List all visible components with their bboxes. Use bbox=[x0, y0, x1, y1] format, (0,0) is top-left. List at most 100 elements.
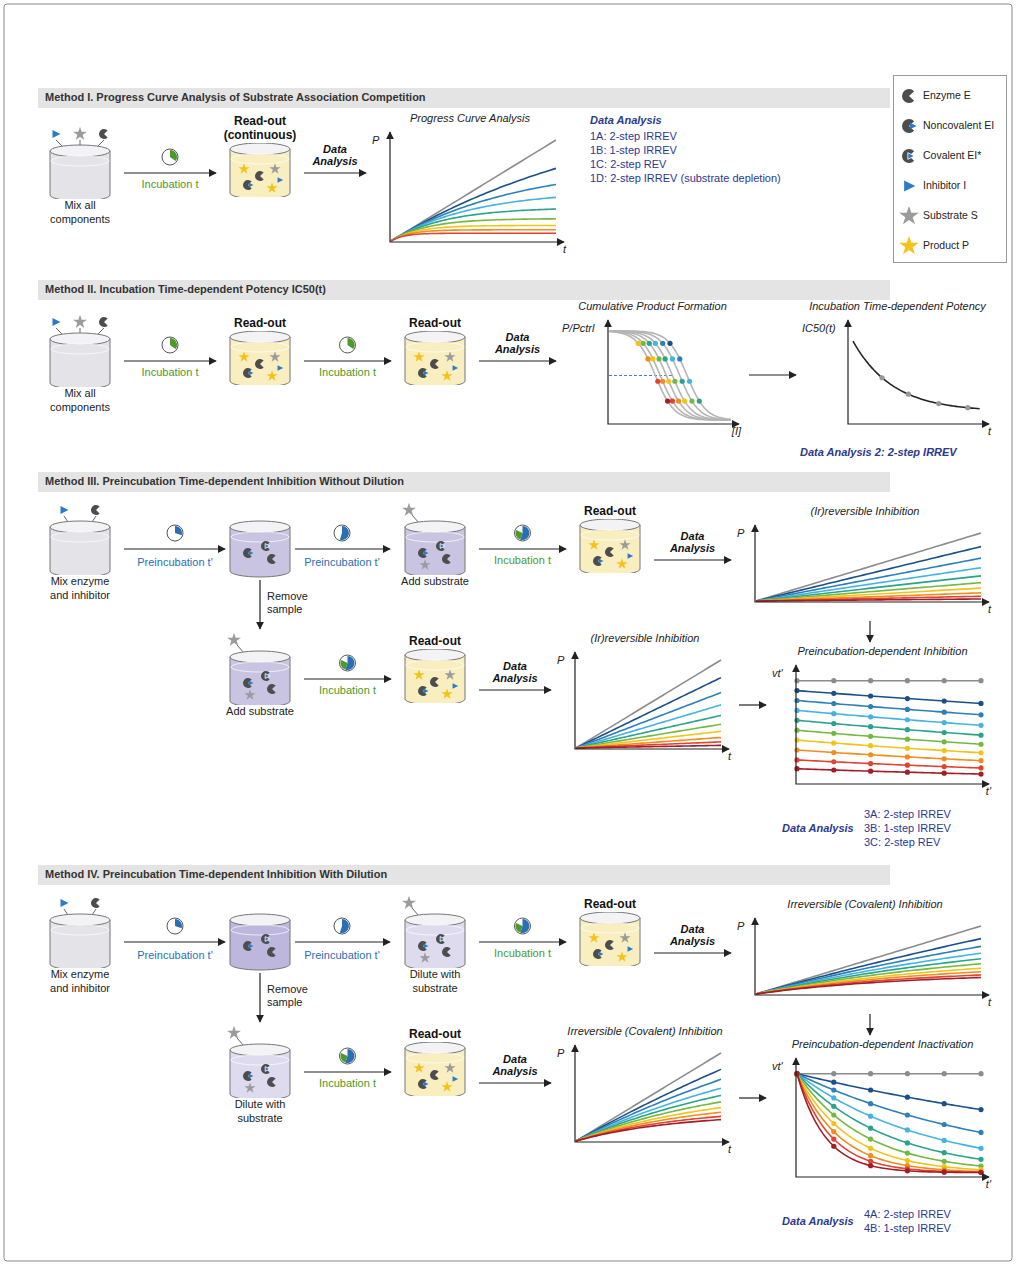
icon-eic bbox=[261, 671, 270, 681]
icon-e bbox=[267, 947, 276, 957]
beaker-body bbox=[580, 918, 640, 966]
plot bbox=[794, 678, 983, 777]
progress-curve bbox=[576, 705, 721, 748]
annotation: 1B: 1-step IRREV bbox=[590, 144, 810, 157]
progress-curve bbox=[391, 209, 556, 241]
data-point bbox=[936, 401, 941, 406]
data-point bbox=[794, 678, 799, 683]
legend-icon bbox=[898, 237, 920, 255]
plot bbox=[576, 660, 721, 748]
legend-icon bbox=[898, 87, 920, 105]
progress-curve bbox=[576, 715, 721, 748]
annotation: 1D: 2-step IRREV (substrate depletion) bbox=[590, 172, 830, 185]
beaker-rim bbox=[50, 521, 110, 533]
icon-s bbox=[444, 351, 455, 362]
edge-label: Data Analysis bbox=[307, 143, 363, 168]
pour-line bbox=[56, 328, 62, 334]
data-point bbox=[942, 1138, 947, 1143]
y-axis-label: IC50(t) bbox=[802, 322, 836, 336]
beaker-rim bbox=[580, 519, 640, 531]
annotation: 1A: 2-step IRREV bbox=[590, 130, 810, 143]
y-axis-label: P bbox=[557, 654, 564, 668]
data-point bbox=[905, 1095, 910, 1100]
readout-caption: (continuous) bbox=[220, 129, 300, 143]
x-axis-label: t bbox=[728, 750, 731, 764]
icon-p bbox=[441, 1081, 452, 1092]
data-point bbox=[905, 727, 910, 732]
icon-e bbox=[442, 554, 451, 564]
plot bbox=[391, 140, 556, 241]
icon-ei bbox=[418, 1079, 428, 1089]
progress-curve bbox=[576, 1069, 721, 1141]
data-point bbox=[942, 1122, 947, 1127]
y-axis-label: P bbox=[737, 527, 744, 541]
data-point bbox=[868, 761, 873, 766]
data-point bbox=[905, 754, 910, 759]
beaker-rim bbox=[405, 649, 465, 661]
icon-e bbox=[267, 1077, 276, 1087]
chart-title: Irreversible (Covalent) Inhibition bbox=[555, 1025, 735, 1039]
chart-title: Incubation Time-dependent Potency bbox=[800, 300, 995, 314]
data-point bbox=[868, 1126, 873, 1131]
data-point bbox=[868, 704, 873, 709]
clock-icon bbox=[334, 525, 350, 541]
data-point bbox=[905, 1112, 910, 1117]
data-point bbox=[794, 747, 799, 752]
method-panel: Method I. Progress Curve Analysis of Sub… bbox=[38, 88, 1000, 266]
beaker-drawing bbox=[395, 896, 475, 968]
method-header: Method IV. Preincubation Time-dependent … bbox=[38, 865, 890, 885]
icon-e bbox=[99, 129, 108, 139]
edge-label: Data Analysis bbox=[490, 331, 546, 356]
data-point bbox=[666, 379, 671, 384]
liquid-surface bbox=[231, 1055, 289, 1065]
beaker-body bbox=[50, 527, 110, 575]
step-caption: Mix all components bbox=[40, 199, 120, 227]
data-point bbox=[868, 693, 873, 698]
beaker-rim bbox=[405, 914, 465, 926]
dose-response-curve bbox=[609, 331, 731, 420]
beaker-step: Mix all components bbox=[40, 127, 120, 227]
result-chart: Incubation Time-dependent PotencyIC50(t)… bbox=[800, 300, 995, 440]
clock-icon bbox=[515, 918, 531, 934]
step-caption: Add substrate bbox=[395, 575, 475, 589]
progress-curve bbox=[756, 588, 981, 601]
data-point bbox=[942, 1159, 947, 1164]
beaker-step: Read-out bbox=[570, 505, 650, 573]
chart-axes bbox=[796, 665, 989, 784]
data-point bbox=[831, 1087, 836, 1092]
liquid-surface bbox=[406, 1053, 464, 1063]
data-point bbox=[831, 740, 836, 745]
icon-s bbox=[227, 633, 241, 646]
beaker-step: Read-out bbox=[395, 1028, 475, 1096]
icon-e bbox=[255, 359, 264, 369]
legend-entry: Product P bbox=[898, 236, 969, 256]
data-point bbox=[942, 730, 947, 735]
clock-icon bbox=[162, 337, 178, 353]
data-point bbox=[942, 1169, 947, 1174]
edge-label: Incubation t bbox=[478, 947, 568, 960]
icon-e bbox=[605, 547, 614, 557]
data-point bbox=[676, 398, 681, 403]
data-point bbox=[978, 723, 983, 728]
data-point bbox=[831, 1095, 836, 1100]
icon-p bbox=[441, 370, 452, 381]
plot bbox=[609, 331, 731, 420]
annotation: Preincubation t' bbox=[125, 556, 225, 569]
preincubation-curve bbox=[797, 1073, 981, 1075]
process-arrow bbox=[869, 1014, 870, 1035]
data-point bbox=[868, 714, 873, 719]
icon-ei bbox=[243, 941, 253, 951]
beaker-body bbox=[405, 527, 465, 575]
preincubation-curve bbox=[797, 760, 981, 768]
icon-ei bbox=[243, 678, 253, 688]
progress-curve bbox=[391, 197, 556, 241]
data-point bbox=[905, 770, 910, 775]
icon-i bbox=[904, 180, 915, 191]
liquid-surface bbox=[231, 662, 289, 672]
data-point bbox=[831, 759, 836, 764]
icon-e bbox=[267, 684, 276, 694]
liquid-surface bbox=[406, 925, 464, 935]
y-axis-label: P bbox=[372, 134, 379, 148]
beaker-drawing bbox=[395, 649, 475, 703]
beaker-rim bbox=[230, 1044, 290, 1056]
